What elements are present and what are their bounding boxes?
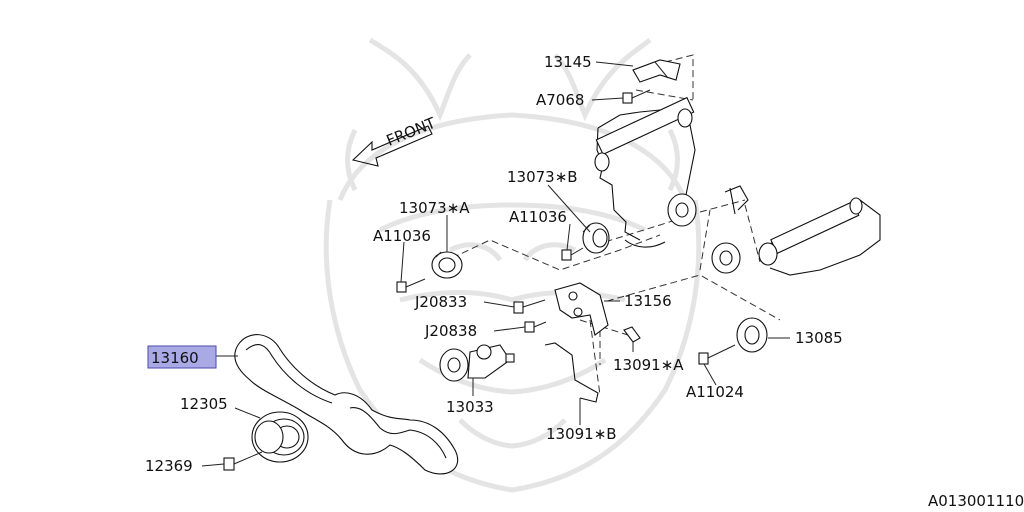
callout-12369[interactable]: 12369 (145, 457, 193, 475)
callout-labels: 13145 A7068 13073∗B 13073∗A A11036 A1103… (145, 53, 843, 475)
callout-13073b[interactable]: 13073∗B (507, 168, 578, 186)
callout-j20833[interactable]: J20833 (414, 293, 467, 311)
callout-a11036-left[interactable]: A11036 (373, 227, 431, 245)
callout-a11036-mid[interactable]: A11036 (509, 208, 567, 226)
callout-13160[interactable]: 13160 (151, 349, 199, 367)
figure-code: A013001110 (928, 492, 1024, 510)
selected-callout-13160[interactable]: 13160 (147, 345, 217, 369)
bolt-j20833 (513, 299, 546, 314)
tensioner-bracket-13156 (554, 282, 609, 336)
leader-lines (201, 61, 790, 467)
camshaft-housing (594, 96, 696, 248)
timing-belt-13160 (234, 334, 459, 475)
cam-sprocket-right (667, 185, 749, 227)
callout-a11024[interactable]: A11024 (686, 383, 744, 401)
callout-a7068[interactable]: A7068 (536, 91, 584, 109)
cover-bracket-13145 (632, 59, 681, 83)
callout-13073a[interactable]: 13073∗A (399, 199, 470, 217)
front-label: FRONT (384, 114, 439, 150)
bolt-a11036-mid (561, 247, 584, 261)
assembly-dashed-lines (451, 54, 781, 396)
belt-guide-13091b (544, 342, 599, 403)
bolt-a7068 (622, 89, 651, 104)
callout-13085[interactable]: 13085 (795, 329, 843, 347)
callout-13091a[interactable]: 13091∗A (613, 356, 684, 374)
callout-13156[interactable]: 13156 (624, 292, 672, 310)
bolt-j20838 (524, 321, 547, 333)
belt-guide-13091a (623, 326, 641, 343)
crank-bolt-12369 (223, 451, 263, 471)
callout-13091b[interactable]: 13091∗B (546, 425, 617, 443)
idler-pulley-13073a (431, 251, 463, 279)
idler-pulley-13073b (582, 222, 610, 254)
selected-callout-highlight (147, 345, 217, 369)
idler-pulley-13085 (736, 317, 768, 353)
front-direction-arrow: FRONT (351, 114, 439, 167)
crank-pulley-12305 (251, 411, 309, 463)
callout-13145[interactable]: 13145 (544, 53, 592, 71)
camshaft-left (758, 197, 881, 276)
idler-upper-right (711, 242, 741, 274)
camshaft-right-upper (595, 96, 695, 156)
callout-j20838[interactable]: J20838 (424, 322, 477, 340)
watermark-emblem (323, 37, 702, 493)
callout-13033[interactable]: 13033 (446, 398, 494, 416)
tensioner-13033 (439, 344, 515, 382)
bolt-a11024 (698, 344, 736, 365)
callout-12305[interactable]: 12305 (180, 395, 228, 413)
